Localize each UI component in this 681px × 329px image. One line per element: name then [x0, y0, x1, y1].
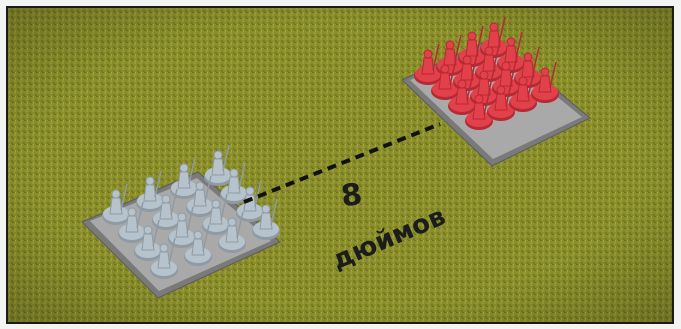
tabletop-scene: 8 дюймов: [6, 6, 674, 324]
battlefield: 8 дюймов: [8, 8, 672, 322]
